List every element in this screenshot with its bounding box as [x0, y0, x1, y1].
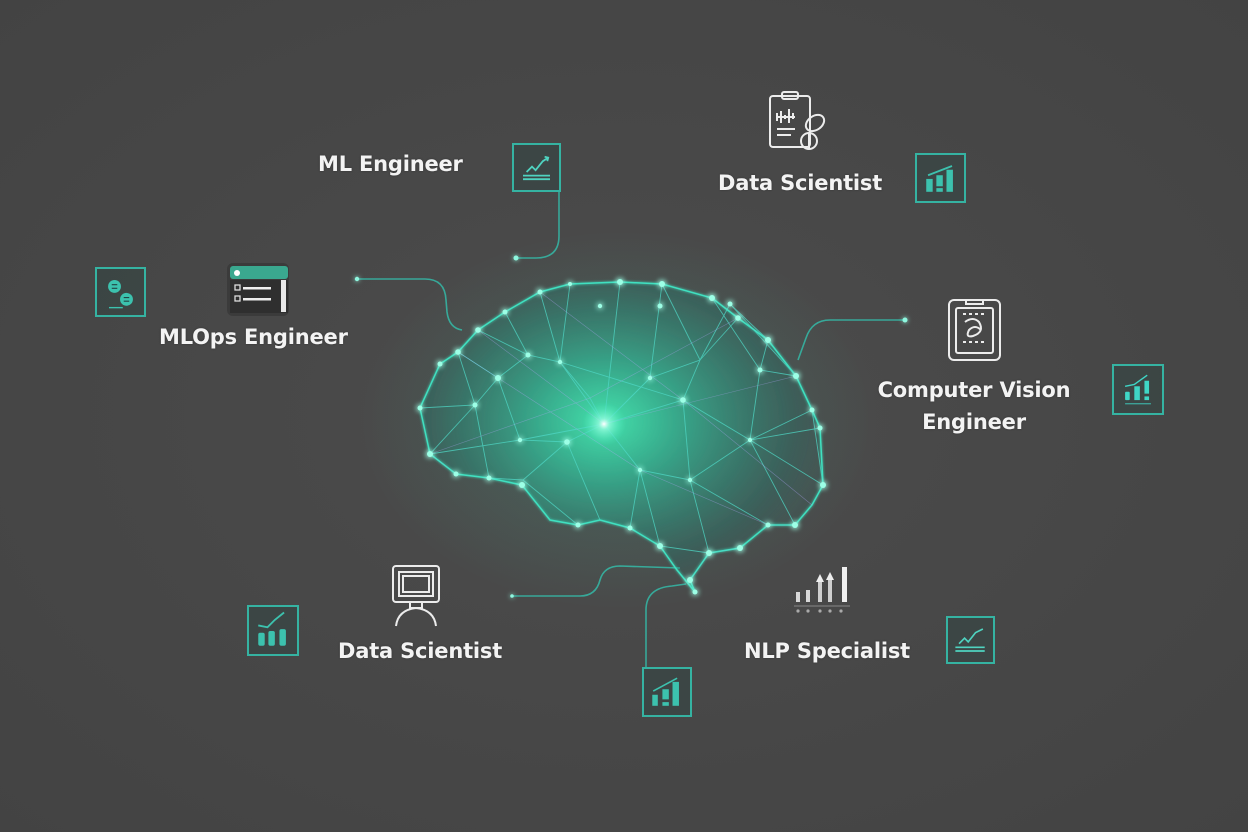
role-label-nlp-specialist: NLP Specialist — [744, 639, 911, 663]
bar-arrows-icon — [792, 566, 852, 614]
line-chart-icon — [512, 143, 561, 192]
role-label-ml-engineer: ML Engineer — [318, 152, 463, 176]
bar-chart-growth-icon — [915, 153, 966, 203]
brain-coins-icon — [95, 267, 146, 317]
role-label-mlops-engineer: MLOps Engineer — [159, 325, 348, 349]
role-label-computer-vision-line1: Computer Vision — [877, 378, 1071, 402]
role-label-data-scientist-top: Data Scientist — [718, 171, 883, 195]
clipboard-pills-icon — [765, 91, 833, 153]
tablet-sketch-icon — [947, 298, 1002, 362]
bar-chart-growth-icon — [642, 667, 692, 717]
app-window-list-icon — [225, 261, 291, 318]
monitor-person-icon — [390, 564, 442, 628]
role-label-computer-vision-line2: Engineer — [922, 410, 1026, 434]
bar-chart-trend-icon — [1112, 364, 1164, 415]
line-chart-icon — [946, 616, 995, 664]
bar-chart-line-icon — [247, 605, 299, 656]
role-label-data-scientist-bottom: Data Scientist — [338, 639, 503, 663]
